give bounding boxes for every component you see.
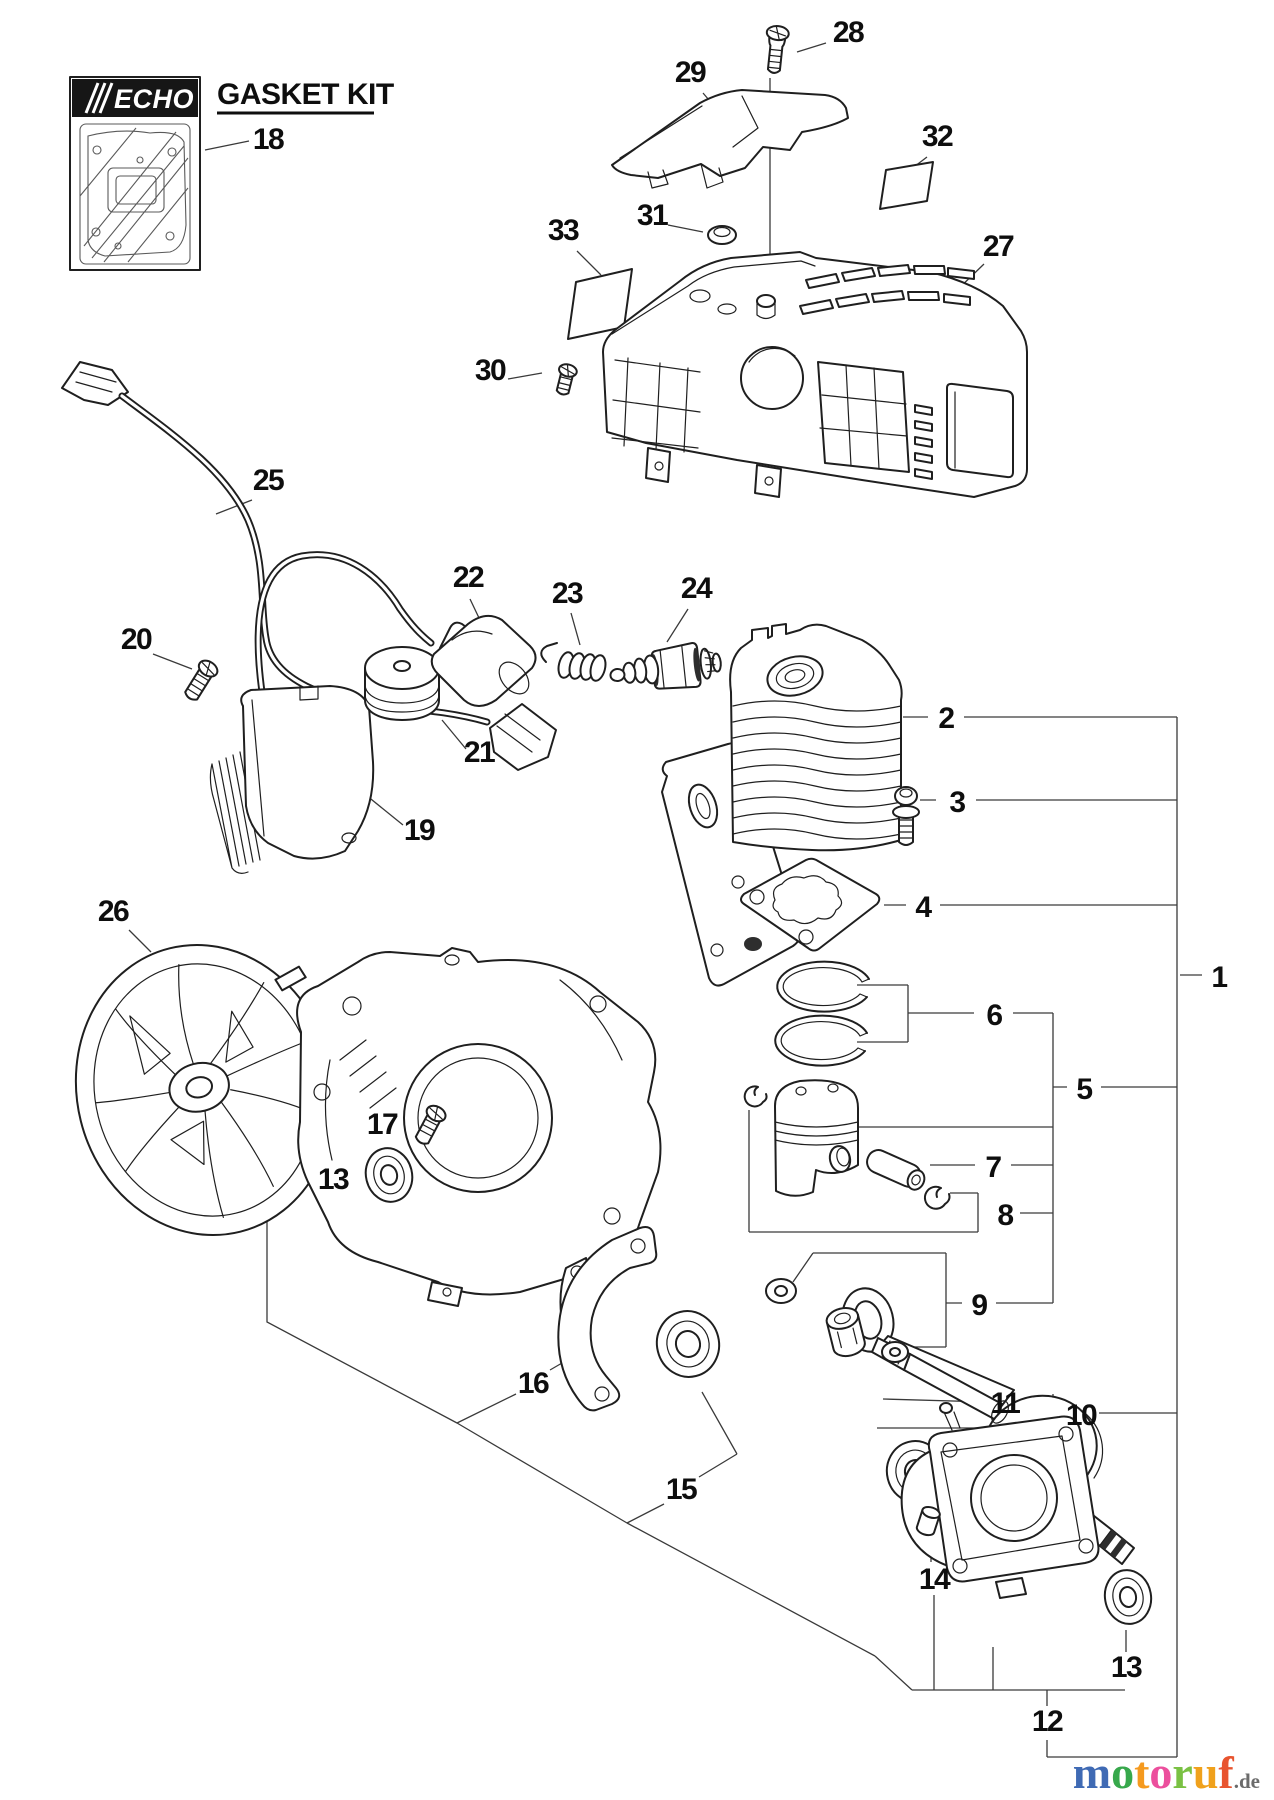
watermark-letter: r [1172,1747,1193,1798]
crankcase-screw-17-drawing [414,1104,447,1145]
gasket-kit-sketch [79,123,191,265]
ignition-coil-drawing [209,551,435,874]
part-label-5: 5 [1076,1073,1092,1106]
right-bracket-system [748,78,1202,1758]
needle-bearing-drawing [825,1306,866,1358]
part-label-20: 20 [121,623,152,656]
part-label-24: 24 [681,572,713,605]
oil-seal-rear-drawing [1103,1569,1153,1625]
part-label-13-front: 13 [318,1163,349,1196]
plug-terminal-23-drawing [540,642,607,682]
part-label-30: 30 [475,354,506,387]
part-label-16: 16 [518,1367,549,1400]
rod-washer-drawing [765,1278,797,1304]
main-bearing-front-drawing [655,1310,721,1378]
wrist-pin-drawing [866,1149,926,1191]
cylinder-drawing [661,623,903,987]
watermark-letter: o [1149,1747,1173,1798]
plug-boot-22-drawing [430,614,537,707]
part-label-8: 8 [997,1199,1013,1232]
coil-screw-20-drawing [184,659,219,701]
piston-drawing [743,1079,859,1197]
part-label-26: 26 [98,895,129,928]
cover-screw-30-drawing [555,363,578,396]
part-label-22: 22 [453,561,484,594]
grommet-21-drawing [364,646,440,721]
cover-screw-drawing [765,25,790,74]
part-label-21: 21 [464,736,495,769]
engine-cover-drawing [602,251,1028,498]
part-label-3: 3 [949,786,965,819]
part-label-32: 32 [922,120,953,153]
part-label-15: 15 [666,1473,697,1506]
piston-rings-drawing [774,960,870,1067]
thrust-washer-drawing [881,1341,909,1363]
part-label-14: 14 [919,1563,951,1596]
part-label-9: 9 [971,1289,987,1322]
crankcase-rear-drawing [900,1402,1100,1599]
part-label-33: 33 [548,214,579,247]
plug-cap-31-drawing [707,225,737,245]
part-label-23: 23 [552,577,583,610]
spark-plug-24-drawing [609,642,722,690]
part-label-1: 1 [1211,961,1227,994]
decal-32-drawing [879,161,934,210]
gasket-kit-title: GASKET KIT [217,78,394,111]
crankcase-front-drawing [296,947,662,1307]
part-label-17: 17 [367,1108,398,1141]
part-label-25: 25 [253,464,284,497]
cylinder-gasket-4-drawing [740,857,881,952]
echo-logo-stripes [84,82,114,114]
watermark-letter: u [1192,1747,1219,1798]
watermark-logo[interactable]: motoruf.de [1073,1750,1260,1796]
part-label-13-rear: 13 [1111,1651,1142,1684]
pin-circlip-drawing [924,1185,951,1210]
gasket-kit-box: ECHO [69,76,201,271]
part-label-27: 27 [983,230,1014,263]
watermark-letter: f [1218,1747,1234,1798]
part-label-18: 18 [253,123,284,156]
part-label-11: 11 [991,1387,1021,1420]
vent-slots [799,264,975,315]
echo-logo-text: ECHO [114,84,194,114]
part-label-19: 19 [404,814,435,847]
part-label-29: 29 [675,56,706,89]
watermark-letter: m [1072,1747,1112,1798]
crankcase-gasket-drawing [557,1226,658,1412]
watermark-word: motoruf [1073,1747,1234,1798]
part-label-10: 10 [1066,1399,1097,1432]
cylinder-bolt-3-drawing [892,786,920,846]
part-label-6: 6 [986,999,1002,1032]
part-label-2: 2 [938,702,954,735]
watermark-suffix: .de [1233,1769,1260,1793]
part-label-31: 31 [637,199,668,232]
part-label-4: 4 [915,891,932,924]
watermark-letter: o [1111,1747,1135,1798]
part-label-28: 28 [833,16,864,49]
cylinder-cover-drawing [611,89,849,189]
part-label-12: 12 [1032,1705,1063,1738]
oil-seal-front-drawing [364,1147,414,1203]
dowel-pin-14-drawing [915,1505,941,1537]
part-label-7: 7 [985,1151,1001,1184]
watermark-letter: t [1134,1747,1150,1798]
